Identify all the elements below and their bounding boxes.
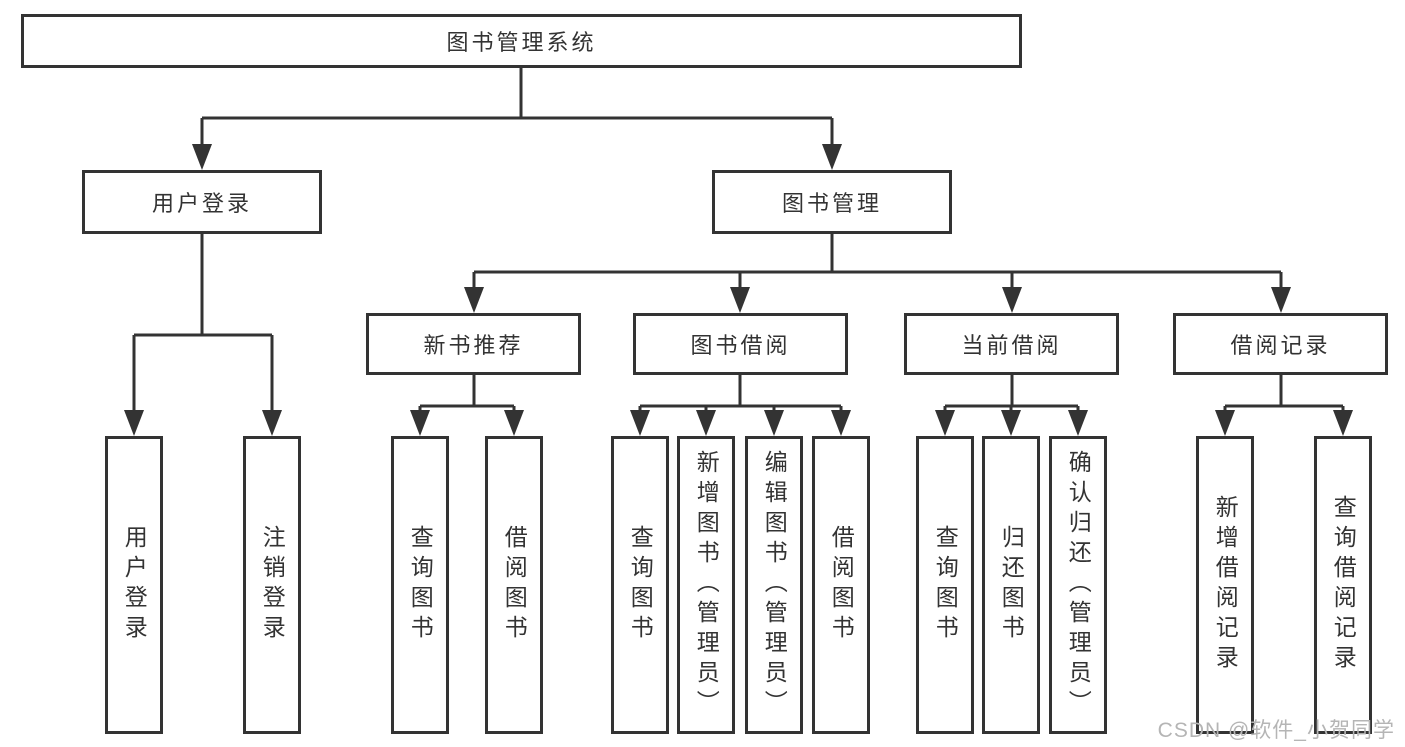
node-user-login: 用户登录: [82, 170, 322, 234]
arrowhead-icon: [935, 410, 955, 436]
arrowhead-icon: [831, 410, 851, 436]
node-bb-borrow-book: 借阅图书: [812, 436, 870, 734]
arrowhead-icon: [1068, 410, 1088, 436]
node-leaf-user-login-label: 用户登录: [121, 525, 148, 645]
connector-records-to-leaves: [1223, 375, 1345, 414]
node-leaf-user-login: 用户登录: [105, 436, 163, 734]
connector-bookmgmt-to-level3: [472, 234, 1283, 289]
node-borrow-records-label: 借阅记录: [1230, 333, 1331, 358]
arrowhead-icon: [764, 410, 784, 436]
arrowhead-icon: [730, 287, 750, 313]
arrowhead-icon: [1001, 410, 1021, 436]
node-cb-query-book: 查询图书: [916, 436, 974, 734]
node-br-add-record: 新增借阅记录: [1196, 436, 1254, 734]
arrowhead-icon: [1271, 287, 1291, 313]
node-library-system: 图书管理系统: [21, 14, 1022, 68]
arrowhead-icon: [464, 287, 484, 313]
node-book-management-label: 图书管理: [781, 191, 882, 216]
node-cb-confirm-return-admin: 确认归还（管理员）: [1049, 436, 1107, 734]
node-leaf-logout: 注销登录: [243, 436, 301, 734]
arrowhead-icon: [410, 410, 430, 436]
arrowhead-icon: [1002, 287, 1022, 313]
node-borrow-records: 借阅记录: [1173, 313, 1388, 375]
connector-rec-to-leaves: [418, 375, 516, 414]
arrowhead-icon: [262, 410, 282, 436]
arrowhead-icon: [124, 410, 144, 436]
node-bb-query-book: 查询图书: [611, 436, 669, 734]
arrowhead-icon: [192, 144, 212, 170]
arrowhead-icon: [1215, 410, 1235, 436]
node-current-borrowing-label: 当前借阅: [961, 333, 1062, 358]
arrowhead-icon: [504, 410, 524, 436]
node-user-login-label: 用户登录: [151, 191, 252, 216]
node-br-query-record-label: 查询借阅记录: [1330, 495, 1357, 675]
node-rec-query-book: 查询图书: [391, 436, 449, 734]
arrowhead-icon: [630, 410, 650, 436]
node-leaf-logout-label: 注销登录: [259, 525, 286, 645]
node-rec-borrow-book-label: 借阅图书: [501, 525, 528, 645]
node-br-query-record: 查询借阅记录: [1314, 436, 1372, 734]
node-cb-confirm-return-admin-label: 确认归还（管理员）: [1065, 450, 1092, 720]
node-cb-return-book-label: 归还图书: [998, 525, 1025, 645]
arrowhead-icon: [696, 410, 716, 436]
node-bb-add-book-admin-label: 新增图书（管理员）: [693, 450, 720, 720]
node-new-book-recommend-label: 新书推荐: [423, 333, 524, 358]
node-book-borrowing: 图书借阅: [633, 313, 848, 375]
node-book-management: 图书管理: [712, 170, 952, 234]
connector-current-to-leaves: [943, 375, 1080, 414]
node-bb-borrow-book-label: 借阅图书: [828, 525, 855, 645]
node-book-borrowing-label: 图书借阅: [690, 333, 791, 358]
node-br-add-record-label: 新增借阅记录: [1212, 495, 1239, 675]
arrowhead-icon: [1333, 410, 1353, 436]
node-new-book-recommend: 新书推荐: [366, 313, 581, 375]
node-rec-borrow-book: 借阅图书: [485, 436, 543, 734]
connector-userlogin-to-leaves: [132, 234, 274, 412]
arrowheads: [124, 144, 1353, 436]
node-rec-query-book-label: 查询图书: [407, 525, 434, 645]
node-bb-query-book-label: 查询图书: [627, 525, 654, 645]
node-bb-edit-book-admin: 编辑图书（管理员）: [745, 436, 803, 734]
node-cb-return-book: 归还图书: [982, 436, 1040, 734]
node-library-system-label: 图书管理系统: [446, 30, 597, 55]
connector-borrow-to-leaves: [638, 375, 843, 414]
node-bb-edit-book-admin-label: 编辑图书（管理员）: [761, 450, 788, 720]
watermark: CSDN @软件_小贺同学: [1157, 719, 1395, 742]
node-current-borrowing: 当前借阅: [904, 313, 1119, 375]
arrowhead-icon: [822, 144, 842, 170]
node-cb-query-book-label: 查询图书: [932, 525, 959, 645]
connector-root-to-level2: [200, 68, 834, 146]
node-bb-add-book-admin: 新增图书（管理员）: [677, 436, 735, 734]
